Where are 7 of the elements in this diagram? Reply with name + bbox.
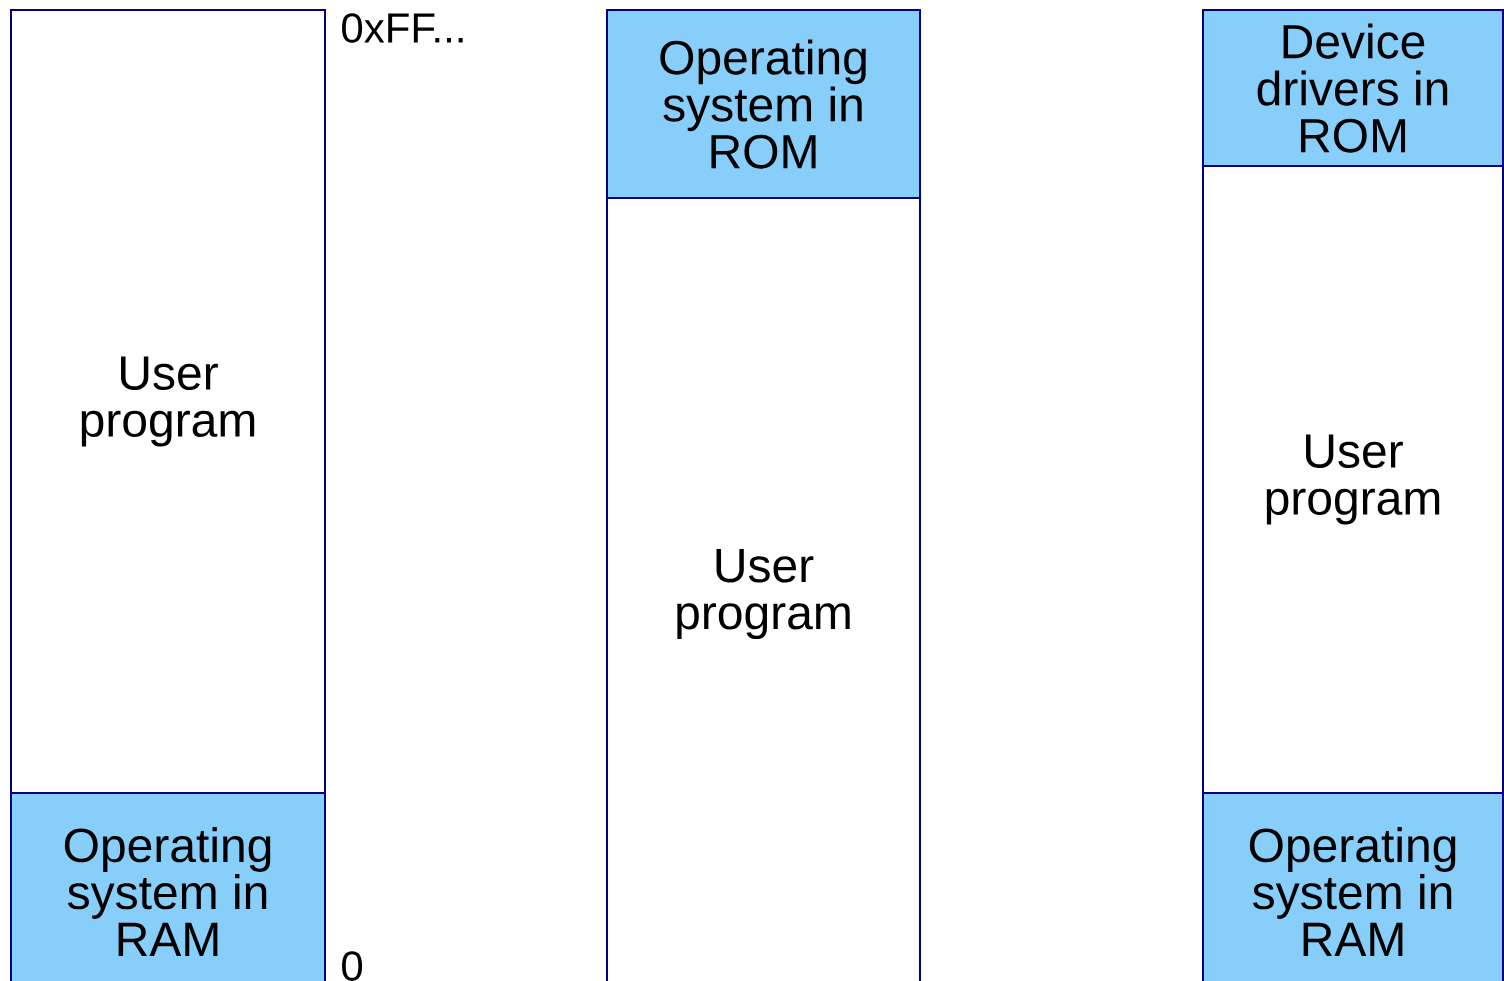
memory-region: User program — [10, 9, 326, 794]
memory-region: Operating system in RAM — [1202, 792, 1504, 981]
memory-region: Operating system in RAM — [10, 792, 326, 981]
memory-region: User program — [1202, 165, 1504, 794]
memory-region: Device drivers in ROM — [1202, 9, 1504, 167]
memory-region: Operating system in ROM — [606, 9, 921, 199]
memory-region: User program — [606, 197, 921, 981]
